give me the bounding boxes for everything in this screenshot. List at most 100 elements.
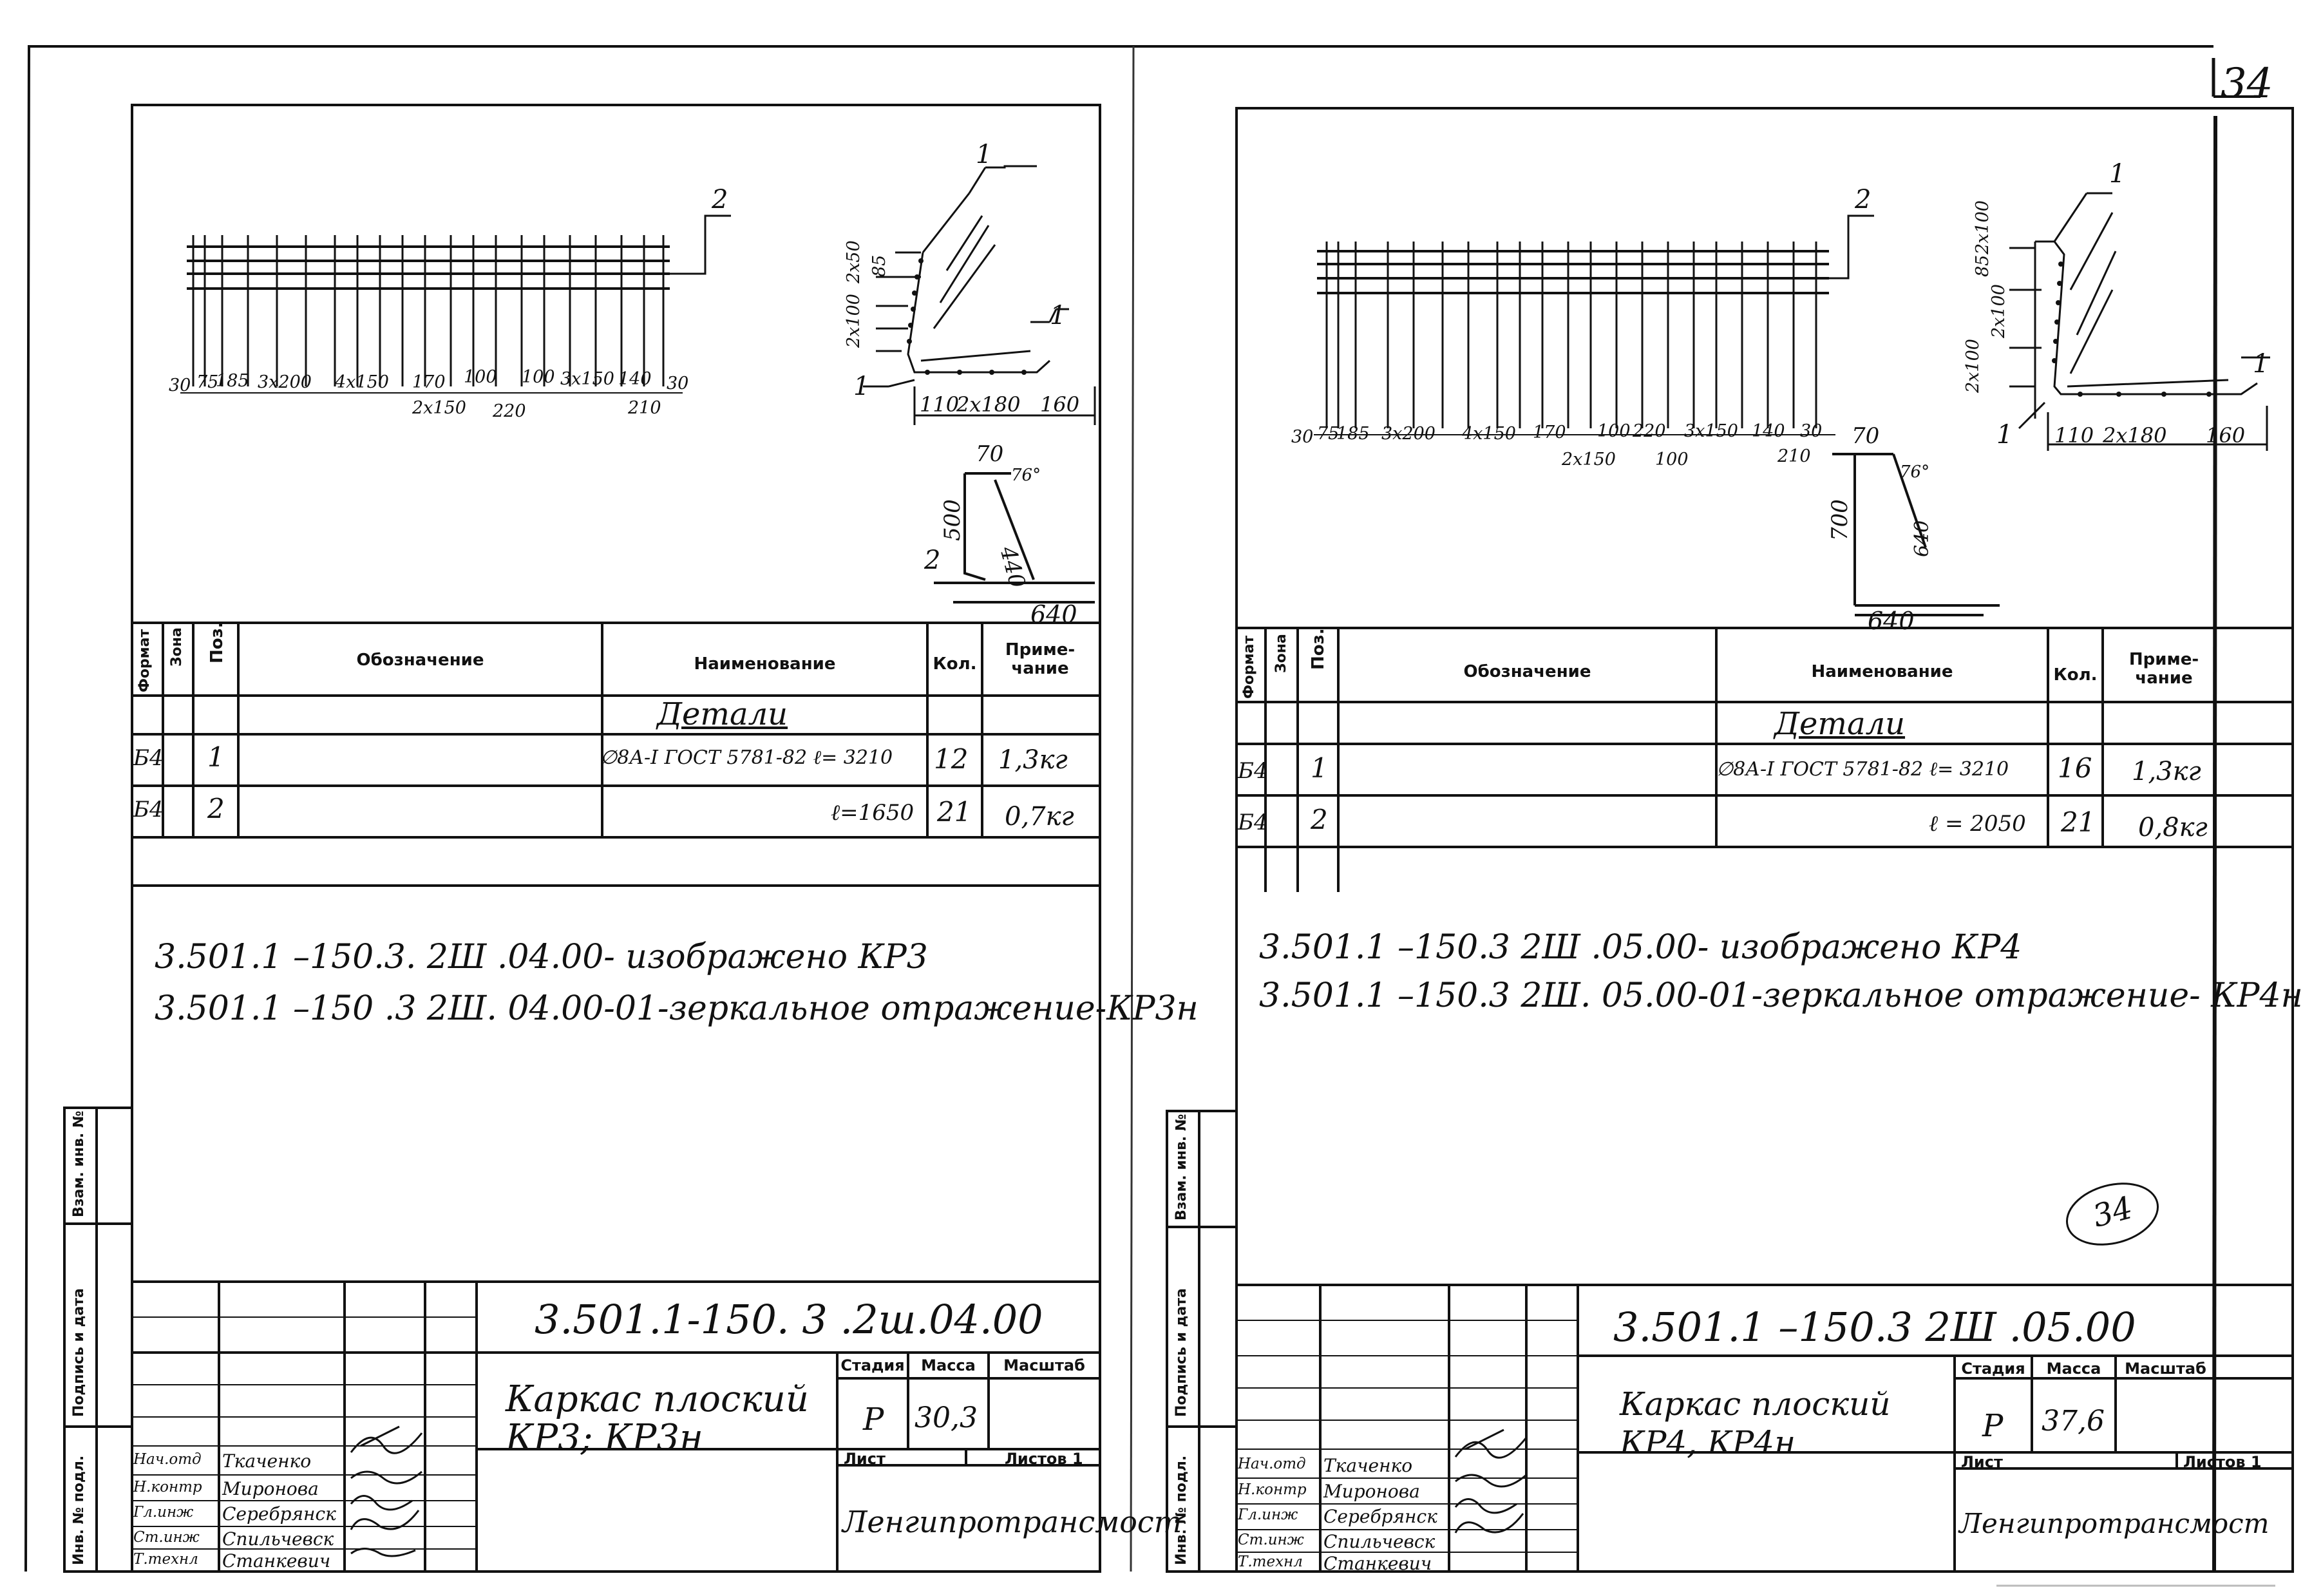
callout-1: 1 [976,140,992,169]
drawing-note: 3.501.1 –150.3 2Ш .05.00- изображено КР4 [1259,928,2022,967]
drawing-title: КР4, КР4н [1620,1424,1796,1461]
staff-name: Миронова [1323,1481,1420,1502]
section-title: Детали [1774,706,1906,742]
dim-label: 75 [1317,424,1340,444]
dim-label: 160 [1040,392,1080,417]
stamp-header-sheet: Лист [1961,1453,2003,1471]
dim-label: 185 [1336,424,1370,444]
row-pos: 2 [207,793,225,824]
col-header-pos: Поз. [1309,628,1328,670]
drawing-title: КР3; КР3н [506,1417,703,1459]
staff-name: Миронова [222,1478,319,1499]
staff-name: Серебрянск [222,1503,336,1525]
staff-name: Спильчевск [1323,1531,1436,1552]
staff-role: Нач.отд [1238,1456,1306,1472]
callout-1: 1 [1996,420,2013,450]
dim-label: 2x150 [412,398,466,418]
dim-label: 100 [464,367,497,387]
stage-value: Р [863,1401,884,1438]
row-format: Б4 [1238,758,1268,784]
staff-role: Ст.инж [1238,1532,1304,1548]
margin-label-inv: Инв. № подл. [1173,1455,1189,1565]
callout-2: 2 [1855,185,1872,214]
circled-mark: 34 [2089,1190,2137,1235]
dim-label: 3x200 [1381,424,1436,444]
dim-label: 110 [2054,423,2094,448]
dim-label: 2x100 [1989,284,2009,338]
staff-name: Станкевич [1323,1553,1432,1574]
dim-label: 2x100 [844,294,864,348]
col-header-designation: Обозначение [356,651,484,670]
callout-1: 1 [853,372,870,401]
staff-role: Н.контр [1238,1481,1307,1498]
right-drawing-sheet: 2 1 1 1 30 75 185 3x200 4x150 170 100 22… [1133,0,2303,1593]
dim-label: 700 [1827,499,1853,541]
row-qty: 21 [2061,806,2096,838]
dim-label: 100 [1655,450,1689,470]
callout-2: 2 [924,546,941,575]
row-name: ∅8А-I ГОСТ 5781-82 ℓ= 3210 [600,746,893,769]
dim-label: 220 [1633,421,1666,441]
dim-label: 30 [169,375,191,395]
staff-role: Ст.инж [133,1529,200,1546]
organization: Ленгипротрансмост [842,1505,1182,1539]
row-format: Б4 [1238,810,1268,835]
dim-label: 2x150 [1562,450,1616,470]
margin-label-sign: Подпись и дата [1173,1288,1189,1417]
dim-label: 2x50 [844,240,864,283]
stamp-header-sheets: Листов 1 [2183,1453,2262,1471]
row-note: 1,3кг [998,745,1068,775]
dim-label: 4x150 [335,372,389,392]
col-header-format: Формат [137,629,153,692]
callout-2: 2 [712,185,728,214]
margin-label-replace: Взам. инв. № [1173,1114,1189,1221]
dim-label: 75 [196,372,219,392]
row-note: 0,8кг [2138,813,2208,842]
mass-value: 37,6 [2042,1405,2105,1438]
row-qty: 12 [934,743,969,775]
dim-label: 170 [412,372,446,392]
left-drawing-lines [63,104,1101,1573]
stamp-header-sheet: Лист [844,1450,886,1468]
dim-label: 2x100 [1963,339,1983,393]
drawing-note: 3.501.1 –150.3 2Ш. 05.00-01-зеркальное о… [1259,976,2303,1015]
col-header-zone: Зона [169,627,185,667]
doc-code: 3.501.1 –150.3 2Ш .05.00 [1613,1304,2136,1351]
staff-name: Ткаченко [1323,1455,1413,1476]
dim-label: 2x180 [2103,423,2167,448]
dim-label: 30 [667,374,689,394]
staff-role: Нач.отд [133,1451,202,1468]
drawing-title: Каркас плоский [1620,1385,1891,1423]
col-header-format: Формат [1241,635,1257,699]
mass-value: 30,3 [915,1401,978,1434]
row-format: Б4 [133,745,164,771]
dim-label: 220 [493,401,526,421]
dim-label: 185 [216,371,249,391]
stamp-header-mass: Масса [921,1356,976,1374]
stamp-header-sheets: Листов 1 [1005,1450,1083,1468]
col-header-note: Приме-чание [2128,650,2199,688]
row-qty: 21 [937,796,972,828]
stamp-header-stage: Стадия [840,1356,905,1374]
row-note: 1,3кг [2132,757,2201,786]
dim-label: 160 [2206,423,2246,448]
row-pos: 1 [1311,752,1328,784]
stage-value: Р [1982,1408,2004,1444]
dim-label: 2x100 [1973,200,1993,254]
margin-label-replace: Взам. инв. № [71,1110,87,1217]
row-note: 0,7кг [1005,802,1074,831]
dim-label: 3x150 [1684,421,1738,441]
row-pos: 1 [207,741,225,773]
row-name: ∅8А-I ГОСТ 5781-82 ℓ= 3210 [1716,758,2009,781]
row-format: Б4 [133,797,164,822]
dim-label: 70 [976,441,1004,467]
stamp-header-scale: Масштаб [2125,1360,2206,1378]
col-header-zone: Зона [1273,634,1289,673]
staff-name: Спильчевск [222,1528,334,1550]
margin-label-inv: Инв. № подл. [71,1455,87,1565]
margin-label-sign: Подпись и дата [71,1288,87,1417]
section-title: Детали [657,696,788,732]
staff-role: Т.технл [1238,1553,1303,1570]
dim-label: 2x180 [956,392,1021,417]
